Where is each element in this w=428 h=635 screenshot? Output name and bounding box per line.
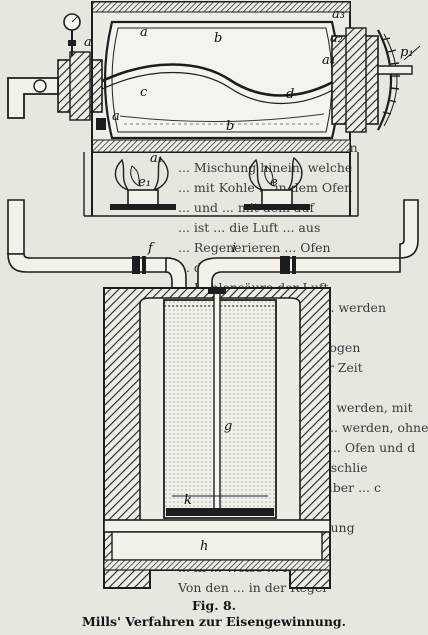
label-b-top: b [214,31,222,46]
figure-caption: Mills' Verfahren zur Eisengewinnung. [81,614,347,629]
gas-burner-left-icon [110,156,176,210]
bleed-through-line: ... Regenerieren ... Ofen [178,240,331,255]
label-a-top: a [140,25,148,40]
label-a1: a₁ [150,151,163,166]
label-k: k [184,493,192,508]
label-h: h [200,539,208,554]
gas-pipe-network [7,199,419,301]
label-a-bottom: a [112,109,120,124]
label-i: i [232,241,236,256]
bleed-through-line: ... ist ... die Luft ... aus [178,220,321,235]
label-a4: a₄ [322,53,335,68]
label-p: p₁ [400,45,414,60]
label-a-right: a₂ [330,31,343,46]
left-inlet-pipe [7,77,59,119]
label-c: c [140,85,148,100]
label-e-left: e₁ [138,175,151,190]
pressure-gauge-icon [63,13,81,56]
right-outlet-pipe [377,65,413,75]
burner-chamber [83,152,359,217]
label-a-top-right: a₃ [332,7,345,22]
bleed-through-line: ... mit Kohle ... in dem Ofen [178,180,353,195]
gear-wheel-icon [377,29,392,131]
stirrer [99,63,341,97]
figure-number: Fig. 8. [191,598,237,613]
label-b-bottom: b [226,119,234,134]
central-shaft [213,289,221,513]
rotary-furnace [7,1,421,153]
label-d: d [286,87,294,102]
reduction-vessel [103,287,331,589]
label-e-right: e [270,175,278,190]
label-g: g [224,419,232,434]
gas-burner-right-icon [244,156,310,210]
label-f: f [147,241,155,256]
label-a-left: a [84,35,92,50]
iron-production-diagram: a b a₃ a₂ a a₄ c d b a a₁ e₁ e f i p₁ g … [7,1,421,589]
